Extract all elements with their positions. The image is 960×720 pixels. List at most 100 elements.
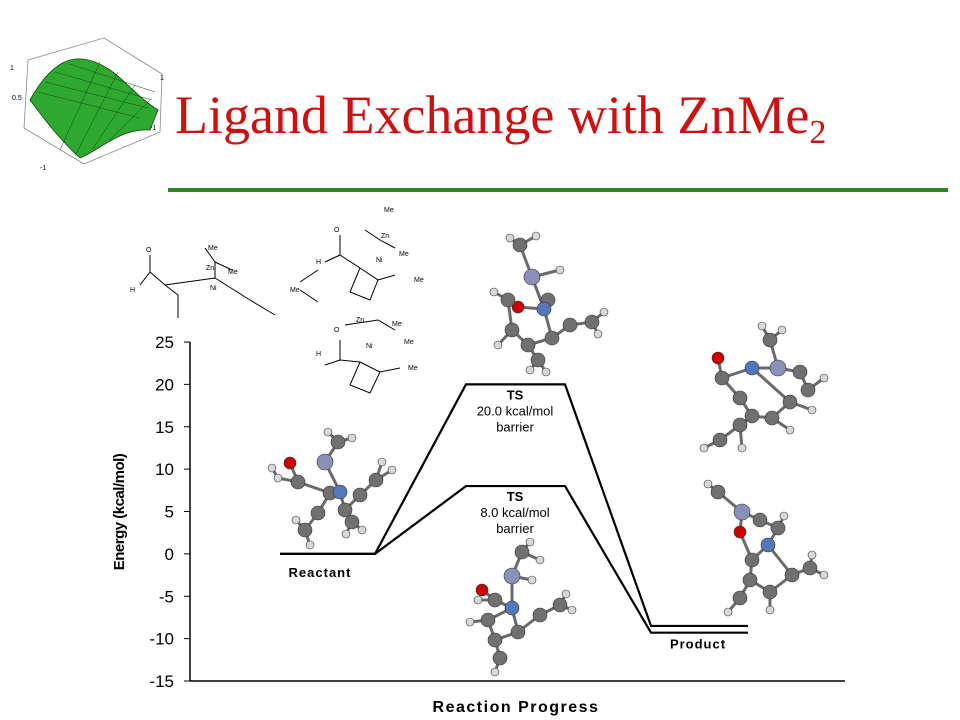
atom [290, 474, 306, 490]
atom [532, 607, 548, 623]
atom [593, 329, 603, 339]
atom [744, 360, 760, 376]
y-tick-label: 20 [155, 375, 174, 394]
atom [699, 443, 709, 453]
atom [760, 537, 776, 553]
atom [782, 394, 798, 410]
atom [514, 544, 530, 560]
atom [732, 590, 748, 606]
label-hydrogen: H [130, 287, 135, 294]
label-oxygen: O [334, 327, 340, 334]
low-ts-molecule [465, 537, 577, 677]
atom [347, 433, 357, 443]
high-ts-molecule [489, 231, 609, 377]
label-methyl: Me [392, 321, 402, 328]
reactant-molecule [267, 427, 397, 550]
atom [712, 432, 728, 448]
x-axis-label: Reaction Progress [433, 699, 600, 716]
atom [480, 612, 496, 628]
label-zinc: Zn [206, 265, 214, 272]
atom [733, 503, 751, 521]
atom [283, 456, 297, 470]
y-tick-label: -10 [149, 630, 174, 649]
atom [505, 233, 515, 243]
atom [807, 405, 817, 415]
y-tick-label: 5 [165, 503, 174, 522]
atom [765, 605, 775, 615]
label-methyl: Me [404, 339, 414, 346]
y-tick-label: 10 [155, 460, 174, 479]
bond [750, 366, 792, 404]
atom [465, 617, 475, 627]
svg-text:-1: -1 [40, 165, 46, 172]
y-tick-label: -5 [159, 587, 174, 606]
atom [473, 595, 483, 605]
atom [511, 300, 525, 314]
atom [475, 583, 489, 597]
atom [779, 511, 789, 521]
atom [737, 443, 747, 453]
atom [337, 502, 353, 518]
label-zinc: Zn [356, 317, 364, 324]
atom [330, 434, 346, 450]
atom [504, 600, 520, 616]
svg-text:0.5: 0.5 [12, 95, 22, 102]
y-tick-label: 0 [165, 545, 174, 564]
atom [310, 505, 326, 521]
atom [493, 340, 503, 350]
label-oxygen: O [146, 247, 152, 254]
atom [530, 352, 546, 368]
atom [777, 325, 787, 335]
reaction-scheme-labels: O H Me Me Zn Ni Me O H Me Zn Me Ni Me O … [130, 207, 424, 372]
atom [819, 570, 829, 580]
atom [792, 364, 808, 380]
atom [503, 567, 521, 585]
slide-title-subscript: 2 [809, 114, 827, 151]
atom [555, 265, 565, 275]
y-axis-label: Energy (kcal/mol) [111, 453, 128, 570]
ts-label: TS [507, 387, 524, 402]
label-methyl: Me [208, 245, 218, 252]
atom [723, 607, 733, 617]
atom [562, 317, 578, 333]
atom [769, 359, 787, 377]
surface-plot-logo: 10.5-11-1 [10, 37, 164, 172]
atom [510, 624, 526, 640]
atom [757, 321, 767, 331]
barrier-value-label: 20.0 kcal/mol [477, 403, 554, 418]
label-methyl: Me [384, 207, 394, 214]
atom [762, 584, 778, 600]
y-tick-label: 25 [155, 333, 174, 352]
label-methyl: Me [408, 365, 418, 372]
label-methyl: Me [414, 277, 424, 284]
atom [523, 268, 541, 286]
atom [807, 550, 817, 560]
ts-label: TS [507, 489, 524, 504]
svg-text:-1: -1 [150, 125, 156, 132]
atom [357, 525, 367, 535]
slide-title-text: Ligand Exchange with ZnMe [175, 85, 810, 145]
atom [489, 287, 499, 297]
atom [764, 410, 780, 426]
reactant-label: Reactant [289, 565, 352, 580]
molecule-renderings [267, 231, 829, 677]
barrier-note-label: barrier [496, 419, 534, 434]
atom [297, 522, 313, 538]
atom [273, 473, 283, 483]
label-methyl: Me [399, 251, 409, 258]
atom [599, 307, 609, 317]
atom [752, 512, 768, 528]
svg-text:1: 1 [10, 65, 14, 72]
atom [561, 589, 571, 599]
atom [567, 605, 577, 615]
atom [490, 667, 500, 677]
atom [531, 231, 541, 241]
atom [316, 453, 334, 471]
atom [341, 529, 351, 539]
atom [819, 373, 829, 383]
atom [785, 425, 795, 435]
atom [711, 351, 725, 365]
